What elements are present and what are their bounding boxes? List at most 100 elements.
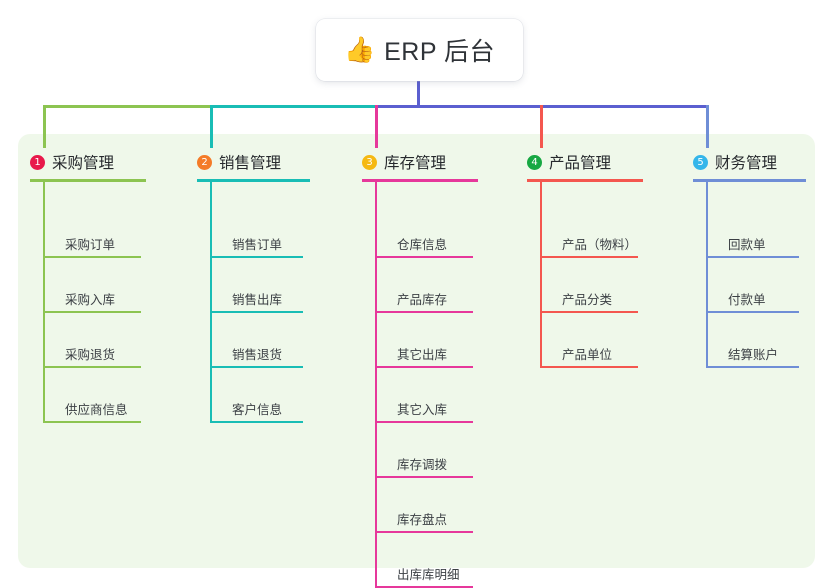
leaf-underline [540, 256, 638, 258]
leaf-item[interactable]: 采购退货 [43, 313, 141, 368]
leaf-item[interactable]: 产品分类 [540, 258, 638, 313]
branch-header-5[interactable]: 5 财务管理 [693, 148, 777, 176]
branches-panel [18, 134, 815, 568]
branch-underline [693, 179, 806, 182]
branch-drop-connector-5 [706, 105, 709, 148]
thumbs-up-icon: 👍 [343, 35, 376, 64]
branch-column-4: 4 产品管理 [527, 148, 643, 182]
branch-title: 采购管理 [52, 155, 115, 172]
leaf-underline [706, 366, 799, 368]
leaf-item-label: 销售出库 [232, 293, 283, 307]
branch-drop-connector-2 [210, 105, 213, 148]
branch-underline [30, 179, 146, 182]
leaf-underline [43, 421, 141, 423]
leaf-item[interactable]: 结算账户 [706, 313, 799, 368]
leaf-item-label: 仓库信息 [397, 238, 448, 252]
branch-drop-connector-1 [43, 105, 46, 148]
branch-header-1[interactable]: 1 采购管理 [30, 148, 114, 176]
branch-underline [362, 179, 478, 182]
leaf-underline [706, 311, 799, 313]
leaf-item[interactable]: 回款单 [706, 203, 799, 258]
leaf-underline [540, 366, 638, 368]
leaf-item[interactable]: 库存调拨 [375, 423, 473, 478]
branch-title: 产品管理 [549, 155, 612, 172]
leaf-underline [43, 366, 141, 368]
branch-number-badge: 1 [30, 154, 45, 170]
branch-drop-connector-4 [540, 105, 543, 148]
leaf-item-label: 出库库明细 [397, 568, 460, 582]
leaf-item-label: 库存盘点 [397, 513, 448, 527]
leaf-item[interactable]: 其它入库 [375, 368, 473, 423]
branch-drop-connector-3 [375, 105, 378, 148]
leaf-underline [43, 256, 141, 258]
leaf-item-label: 采购退货 [65, 348, 116, 362]
branch-spine [540, 179, 542, 368]
leaf-item[interactable]: 库存盘点 [375, 478, 473, 533]
leaf-underline [210, 311, 303, 313]
leaf-underline [210, 256, 303, 258]
branch-spine [210, 179, 212, 423]
leaf-item[interactable]: 付款单 [706, 258, 799, 313]
leaf-underline [210, 366, 303, 368]
root-stem-connector [417, 81, 420, 107]
leaf-underline [375, 476, 473, 478]
leaf-item[interactable]: 产品（物料） [540, 203, 638, 258]
leaf-item[interactable]: 客户信息 [210, 368, 303, 423]
branch-number-badge: 5 [693, 154, 708, 170]
leaf-underline [375, 366, 473, 368]
leaf-item[interactable]: 产品库存 [375, 258, 473, 313]
branch-column-1: 1 采购管理 [30, 148, 146, 182]
root-node-title: ERP 后台 [384, 38, 496, 66]
leaf-item[interactable]: 出库库明细 [375, 533, 473, 588]
branch-underline [197, 179, 310, 182]
branch-title: 财务管理 [715, 155, 778, 172]
leaf-item-label: 客户信息 [232, 403, 283, 417]
leaf-item[interactable]: 供应商信息 [43, 368, 141, 423]
leaf-underline [375, 531, 473, 533]
leaf-item[interactable]: 其它出库 [375, 313, 473, 368]
leaf-underline [540, 311, 638, 313]
leaf-item[interactable]: 销售退货 [210, 313, 303, 368]
branch-column-5: 5 财务管理 [693, 148, 806, 182]
leaf-item[interactable]: 采购订单 [43, 203, 141, 258]
leaf-underline [375, 256, 473, 258]
leaf-underline [375, 421, 473, 423]
leaf-item-label: 回款单 [728, 238, 766, 252]
leaf-item[interactable]: 销售出库 [210, 258, 303, 313]
leaf-underline [43, 311, 141, 313]
leaf-item-label: 产品库存 [397, 293, 448, 307]
leaf-underline [210, 421, 303, 423]
leaf-item-label: 其它出库 [397, 348, 448, 362]
leaf-item-label: 付款单 [728, 293, 766, 307]
leaf-underline [706, 256, 799, 258]
leaf-item[interactable]: 销售订单 [210, 203, 303, 258]
trunk-bar-segment-2 [210, 105, 375, 108]
branch-underline [527, 179, 643, 182]
leaf-item[interactable]: 仓库信息 [375, 203, 473, 258]
leaf-item-label: 销售订单 [232, 238, 283, 252]
branch-number-badge: 2 [197, 154, 212, 170]
branch-spine [375, 179, 377, 588]
branch-title: 库存管理 [384, 155, 447, 172]
leaf-item-label: 结算账户 [728, 348, 779, 362]
leaf-item-label: 销售退货 [232, 348, 283, 362]
leaf-item[interactable]: 采购入库 [43, 258, 141, 313]
leaf-item[interactable]: 产品单位 [540, 313, 638, 368]
leaf-item-label: 产品分类 [562, 293, 613, 307]
root-node-card[interactable]: 👍 ERP 后台 [316, 19, 523, 81]
leaf-item-label: 采购入库 [65, 293, 116, 307]
branch-spine [706, 179, 708, 368]
branch-number-badge: 4 [527, 154, 542, 170]
leaf-underline [375, 311, 473, 313]
trunk-bar-segment-1 [43, 105, 210, 108]
leaf-item-label: 采购订单 [65, 238, 116, 252]
branch-header-4[interactable]: 4 产品管理 [527, 148, 611, 176]
leaf-item-label: 产品（物料） [562, 238, 638, 252]
leaf-underline [375, 586, 473, 588]
branch-spine [43, 179, 45, 423]
